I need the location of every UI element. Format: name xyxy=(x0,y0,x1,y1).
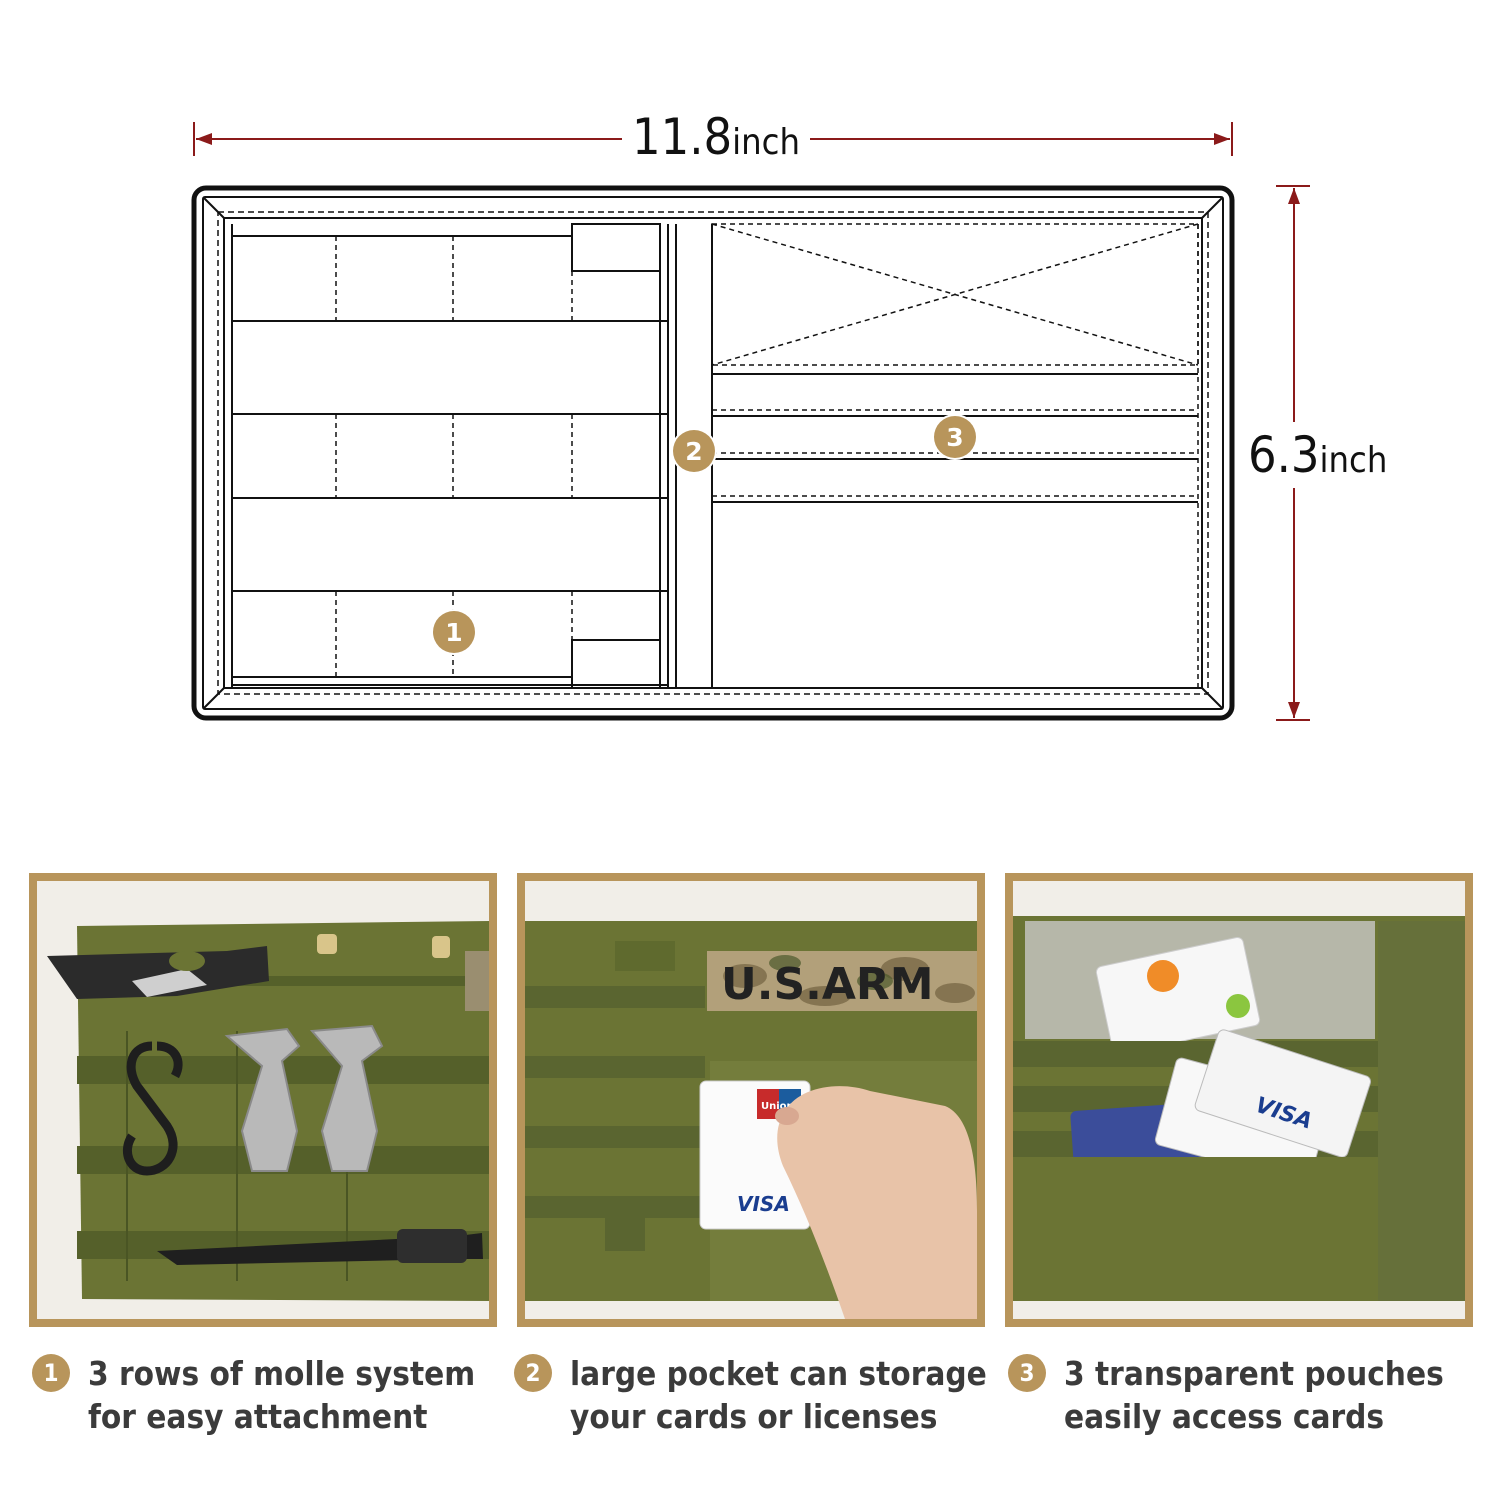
feature-caption-pouches: 3 3 transparent pouches easily access ca… xyxy=(1008,1352,1444,1438)
height-label: 6.3inch xyxy=(1244,422,1392,488)
tactical-pen-icon xyxy=(157,1229,483,1265)
pouches-photo: VISA xyxy=(1005,873,1473,1327)
patch-label: U.S.ARM xyxy=(721,959,934,1010)
caption-badge: 3 xyxy=(1008,1354,1046,1392)
pocket-photo: U.S.ARM UnionPay VISA xyxy=(517,873,985,1327)
pouch-panel xyxy=(711,223,1199,688)
caption-line-2: for easy attachment xyxy=(88,1397,428,1436)
width-value: 11.8 xyxy=(632,108,733,166)
height-unit: inch xyxy=(1319,440,1388,481)
height-value: 6.3 xyxy=(1248,426,1320,484)
unionpay-logo: UnionPay xyxy=(761,1101,814,1112)
feature-caption-molle: 1 3 rows of molle system for easy attach… xyxy=(32,1352,475,1438)
marker-pouches: 3 xyxy=(934,416,976,458)
marker-pocket: 2 xyxy=(673,430,715,472)
molle-photo xyxy=(29,873,497,1327)
multitool-icon xyxy=(224,1024,384,1172)
organizer-diagram xyxy=(191,122,1310,721)
marker-molle: 1 xyxy=(433,611,475,653)
feature-caption-pocket: 2 large pocket can storage your cards or… xyxy=(514,1352,987,1438)
caption-line-1: 3 rows of molle system xyxy=(88,1354,476,1393)
caption-line-2: easily access cards xyxy=(1064,1397,1385,1436)
width-label: 11.8inch xyxy=(622,112,810,162)
caption-line-2: your cards or licenses xyxy=(570,1397,938,1436)
folding-knife-icon xyxy=(47,946,269,999)
caption-line-1: large pocket can storage xyxy=(570,1354,987,1393)
molle-panel xyxy=(231,223,669,689)
width-unit: inch xyxy=(732,122,800,163)
visa-logo: VISA xyxy=(737,1192,790,1216)
caption-badge: 1 xyxy=(32,1354,70,1392)
credit-card-icon xyxy=(1095,937,1261,1055)
caption-line-1: 3 transparent pouches xyxy=(1064,1354,1444,1393)
carabiner-icon xyxy=(123,1041,183,1176)
hand-icon xyxy=(775,1086,977,1319)
caption-badge: 2 xyxy=(514,1354,552,1392)
